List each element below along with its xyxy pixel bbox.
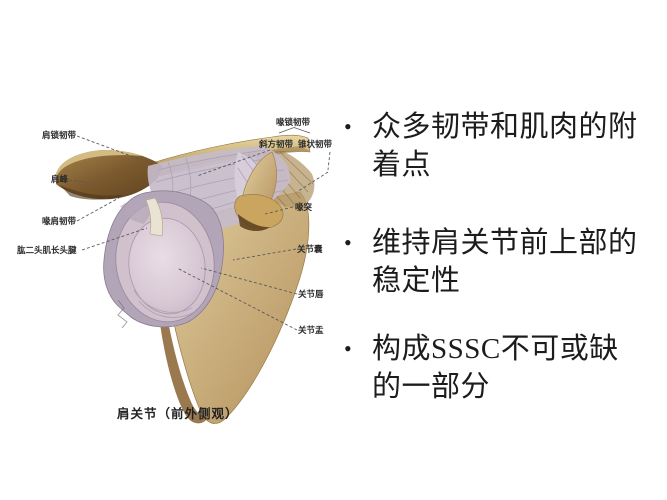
coracoclavicular-brace xyxy=(278,127,311,134)
label-coracoid-process: 喙突 xyxy=(295,202,313,212)
label-coracoclavicular-ligament: 喙锁韧带 xyxy=(276,117,311,127)
label-biceps-long-head-tendon: 肱二头肌长头腱 xyxy=(17,245,77,255)
bullet-list: • 众多韧带和肌肉的附着点 • 维持肩关节前上部的稳定性 • 构成SSSC不可或… xyxy=(344,108,644,442)
bullet-marker: • xyxy=(344,336,352,361)
shoulder-illustration xyxy=(56,127,331,424)
acromion-bone xyxy=(56,150,163,200)
label-trapezoid-ligament: 斜方韧带 xyxy=(259,139,294,149)
biceps-tendon xyxy=(145,197,163,237)
bullet-text-2: 维持肩关节前上部的稳定性 xyxy=(372,227,638,297)
leader-lines xyxy=(68,135,331,331)
label-glenoid-labrum: 关节唇 xyxy=(298,289,324,299)
label-joint-capsule: 关节囊 xyxy=(297,244,323,254)
bullet-marker: • xyxy=(344,230,352,255)
label-acromion: 肩峰 xyxy=(50,174,68,184)
bullet-item-3: • 构成SSSC不可或缺的一部分 xyxy=(344,330,644,406)
bullet-item-1: • 众多韧带和肌肉的附着点 xyxy=(344,108,644,184)
bullet-marker: • xyxy=(344,114,352,139)
shoulder-figure: 肩锁韧带 肩峰 喙肩韧带 肱二头肌长头腱 喙锁韧带 斜方韧带 锥状韧带 喙突 关… xyxy=(0,0,345,460)
label-conoid-ligament: 锥状韧带 xyxy=(298,139,333,149)
label-coracoacromial-ligament: 喙肩韧带 xyxy=(41,216,76,226)
bullet-text-1: 众多韧带和肌肉的附着点 xyxy=(372,111,638,181)
bullet-item-2: • 维持肩关节前上部的稳定性 xyxy=(344,224,644,300)
figure-caption: 肩关节（前外侧观） xyxy=(117,407,239,421)
bullet-text-3: 构成SSSC不可或缺的一部分 xyxy=(372,333,619,403)
glenoid-assembly xyxy=(103,190,224,329)
coracoid-bone xyxy=(234,151,284,232)
label-glenoid-fossa: 关节盂 xyxy=(298,325,324,335)
label-acromioclavicular-ligament: 肩锁韧带 xyxy=(41,130,76,140)
